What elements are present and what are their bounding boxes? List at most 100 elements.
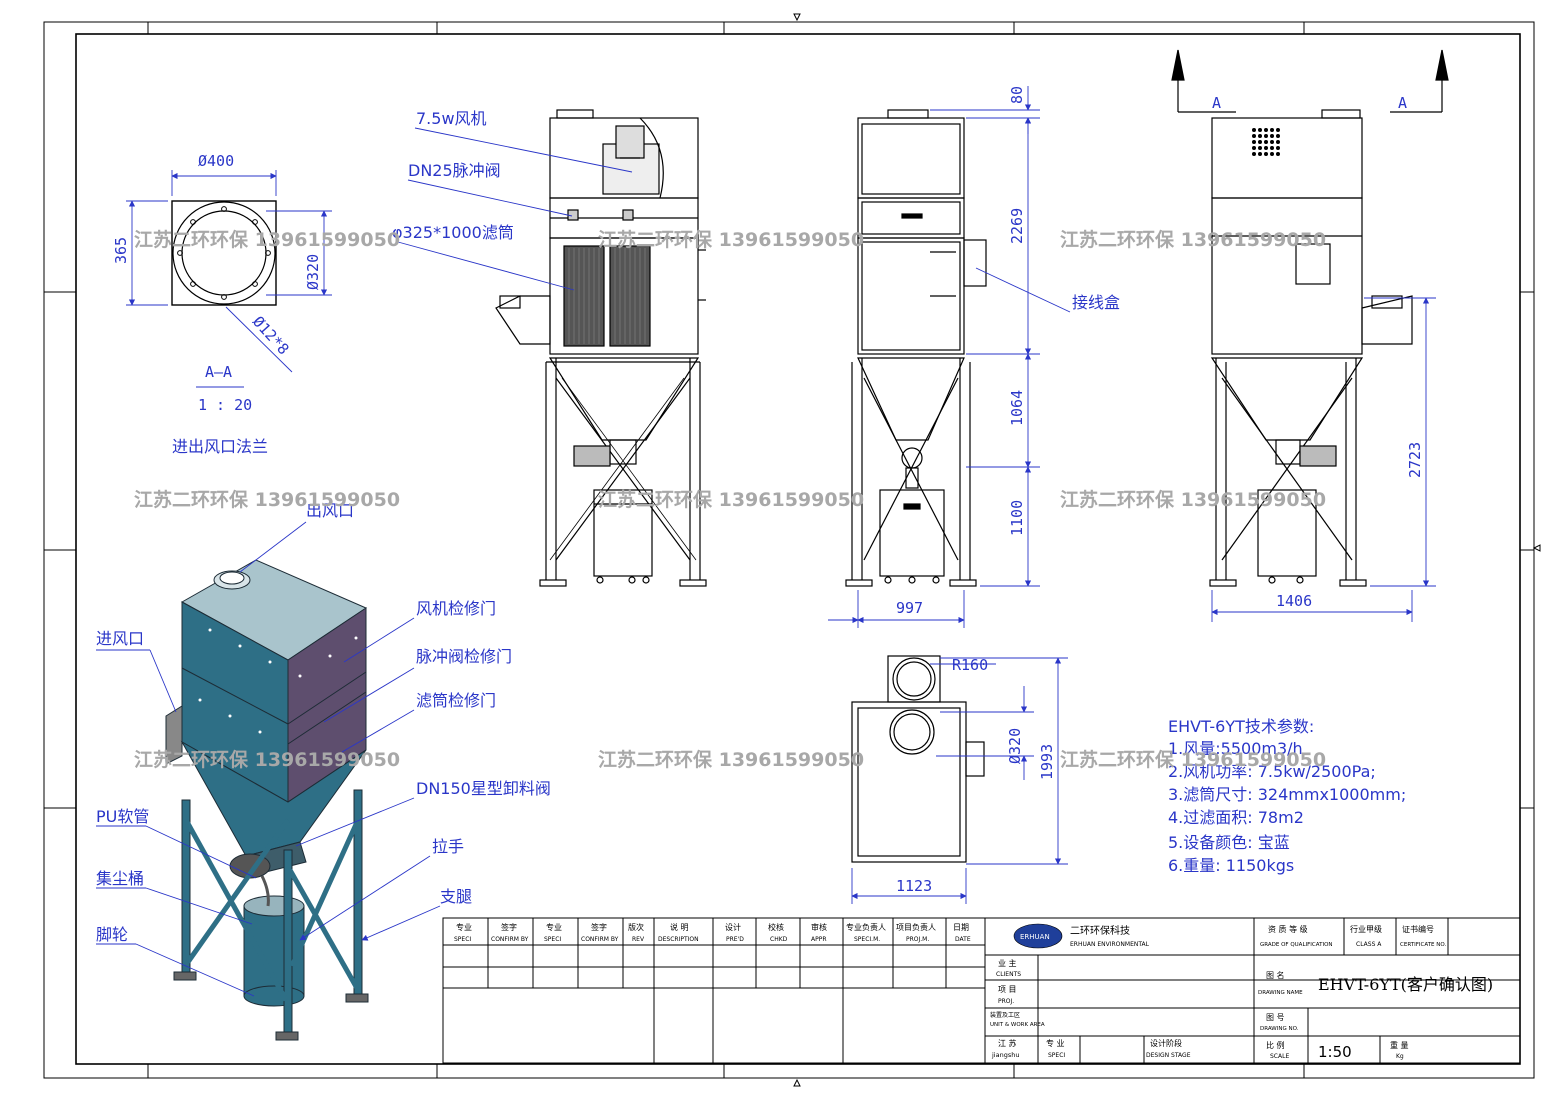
spec-line: 4.过滤面积: 78m2 [1168,808,1304,827]
watermark: 江苏二环环保 13961599050 [598,228,864,251]
flange-dia-outer: Ø400 [198,152,234,170]
tb-header-cn: 签字 [591,922,607,932]
tb-header-en: DATE [955,936,971,943]
dim-80: 80 [1008,86,1026,104]
spec-block: EHVT-6YT技术参数: 1.风量:5500m3/h 2.风机功率: 7.5k… [1168,717,1406,875]
cert-en: CERTIFICATE NO. [1400,942,1446,948]
flange-height: 365 [112,237,130,264]
unit-cn: 装置及工区 [990,1011,1020,1019]
callout-caster: 脚轮 [96,925,128,944]
watermark: 江苏二环环保 13961599050 [1060,228,1326,251]
logo-text: ERHUAN [1020,933,1050,941]
watermarks: 江苏二环环保 13961599050 江苏二环环保 13961599050 江苏… [134,228,1326,771]
spec-line: 6.重量: 1150kgs [1168,856,1294,875]
company-name-en: ERHUAN ENVIRONMENTAL [1070,941,1150,948]
title-block [442,917,1521,1064]
stage-cn: 设计阶段 [1150,1038,1182,1048]
tb-header-cn: 项目负责人 [896,922,936,932]
dim-1064: 1064 [1008,390,1026,426]
tb-header-cn: 专业 [546,922,562,932]
tb-header-cn: 审核 [811,922,827,932]
unit-en: UNIT & WORK AREA [990,1022,1045,1028]
tb-header-en: SPECI [454,936,471,943]
tb-header-cn: 校核 [768,922,784,932]
callout-dust-bin: 集尘桶 [96,869,144,888]
front-view [495,109,707,587]
section-mark-right: A [1398,94,1407,112]
isometric-view [165,559,369,1041]
flange-dia-inner: Ø320 [304,254,322,290]
watermark: 江苏二环环保 13961599050 [134,488,400,511]
scale-value: 1:50 [1318,1043,1352,1061]
class-cn: 行业甲级 [1350,924,1382,934]
dim-1100: 1100 [1008,500,1026,536]
watermark: 江苏二环环保 13961599050 [1060,488,1326,511]
callout-fan-door: 风机检修门 [416,599,496,618]
dim-1123: 1123 [896,877,932,895]
weight-cn: 重 量 [1390,1040,1409,1050]
callout-handle: 拉手 [432,837,464,856]
callout-filter: φ325*1000滤筒 [392,223,514,242]
dim-1406: 1406 [1276,592,1312,610]
spec-line: 5.设备颜色: 宝蓝 [1168,833,1290,852]
dim-2269: 2269 [1008,208,1026,244]
proj-en: PROJ. [998,998,1014,1005]
grade-cn: 资 质 等 级 [1268,924,1308,934]
top-dims [851,657,1068,904]
callout-pulse-valve: DN25脉冲阀 [408,161,501,180]
tb-header-en: APPR [811,936,827,943]
rear-view [1209,109,1413,587]
watermark: 江苏二环环保 13961599050 [1060,748,1326,771]
dname-cn: 图 名 [1266,970,1285,980]
title-block-headers: 专业 SPECI 签字 CONFIRM BY 专业 SPECI 签字 CONFI… [454,922,971,943]
section-title: A—A [205,363,232,381]
tb-header-en: CONFIRM BY [581,936,619,943]
client-cn: 业 主 [998,958,1017,968]
watermark: 江苏二环环保 13961599050 [134,228,400,251]
spec-line: 1.风量:5500m3/h [1168,739,1303,758]
tb-header-cn: 专业 [456,922,472,932]
flange-view: Ø400 365 Ø320 Ø12*8 A—A 1 : 20 进出风口法兰 [112,152,332,456]
cert-cn: 证书编号 [1402,924,1434,934]
tb-header-en: PROJ.M. [906,936,929,943]
section-scale: 1 : 20 [198,396,252,414]
company-name-cn: 二环环保科技 [1070,924,1130,937]
dim-997: 997 [896,599,923,617]
tb-header-en: SPECI.M. [854,936,880,943]
speci-en: SPECI [1048,1052,1065,1059]
callout-pulse-door: 脉冲阀检修门 [416,647,512,666]
proj-cn: 项 目 [998,985,1017,994]
tb-header-cn: 签字 [501,922,517,932]
watermark: 江苏二环环保 13961599050 [598,488,864,511]
tb-header-en: CONFIRM BY [491,936,529,943]
watermark: 江苏二环环保 13961599050 [598,748,864,771]
dim-r160: R160 [952,656,988,674]
speci-cn: 专 业 [1046,1038,1065,1048]
tb-header-en: DESCRIPTION [658,936,699,943]
callout-leg: 支腿 [440,887,472,906]
class-en: CLASS A [1356,941,1382,948]
side-dims [828,86,1071,628]
stage-en: DESIGN STAGE [1146,1052,1191,1059]
callout-outlet: 出风口 [306,501,354,520]
scale-cn: 比 例 [1266,1040,1285,1050]
watermark: 江苏二环环保 13961599050 [134,748,400,771]
rear-vent-grille [1252,128,1280,156]
client-en: CLIENTS [996,971,1021,978]
spec-title: EHVT-6YT技术参数: [1168,717,1314,736]
spec-line: 3.滤筒尺寸: 324mmx1000mm; [1168,785,1406,804]
tb-header-en: REV [632,936,645,943]
section-mark-left: A [1212,94,1221,112]
top-view [851,655,985,863]
place-cn: 江 苏 [998,1038,1017,1048]
dim-320: Ø320 [1006,728,1024,764]
dno-cn: 图 号 [1266,1013,1285,1022]
tb-header-cn: 专业负责人 [846,922,886,932]
callout-inlet: 进风口 [96,629,144,648]
frame-ticks [44,13,1541,1087]
tb-header-cn: 版次 [628,922,644,932]
front-callouts [397,127,633,291]
side-view [845,109,987,587]
tb-header-cn: 设计 [725,922,741,932]
callout-pu-hose: PU软管 [96,807,149,826]
